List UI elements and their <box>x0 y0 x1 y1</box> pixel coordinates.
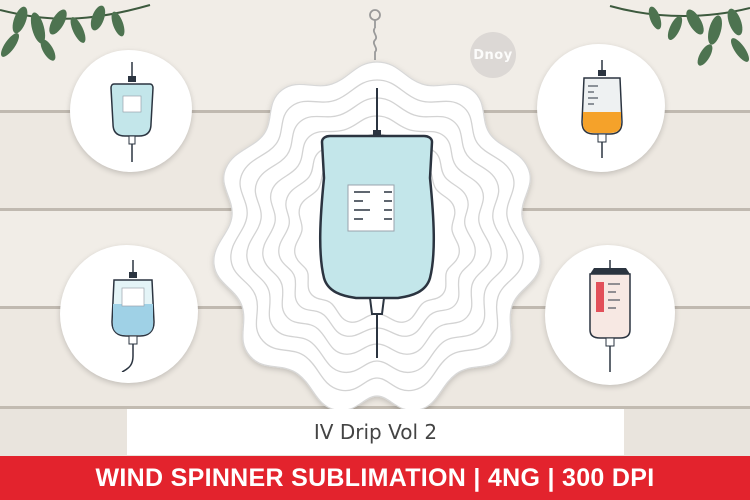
iv-bag-red-label-icon <box>589 260 631 372</box>
banner-text: WIND SPINNER SUBLIMATION | 4NG | 300 DPI <box>95 463 655 492</box>
foliage-top-right <box>609 5 750 66</box>
foliage-top-left <box>0 4 151 61</box>
wind-spinner <box>213 61 541 412</box>
bottom-banner: WIND SPINNER SUBLIMATION | 4NG | 300 DPI <box>0 456 750 500</box>
main-iv-bag-icon <box>318 88 436 358</box>
spinner-hook-icon <box>369 9 381 60</box>
watermark-logo: Dnoy <box>470 32 516 78</box>
iv-bag-blue-icon <box>111 260 155 372</box>
iv-bag-orange-icon <box>581 60 623 158</box>
product-title: IV Drip Vol 2 <box>313 420 438 444</box>
title-panel <box>127 409 624 455</box>
iv-bag-light-blue-icon <box>110 62 154 162</box>
